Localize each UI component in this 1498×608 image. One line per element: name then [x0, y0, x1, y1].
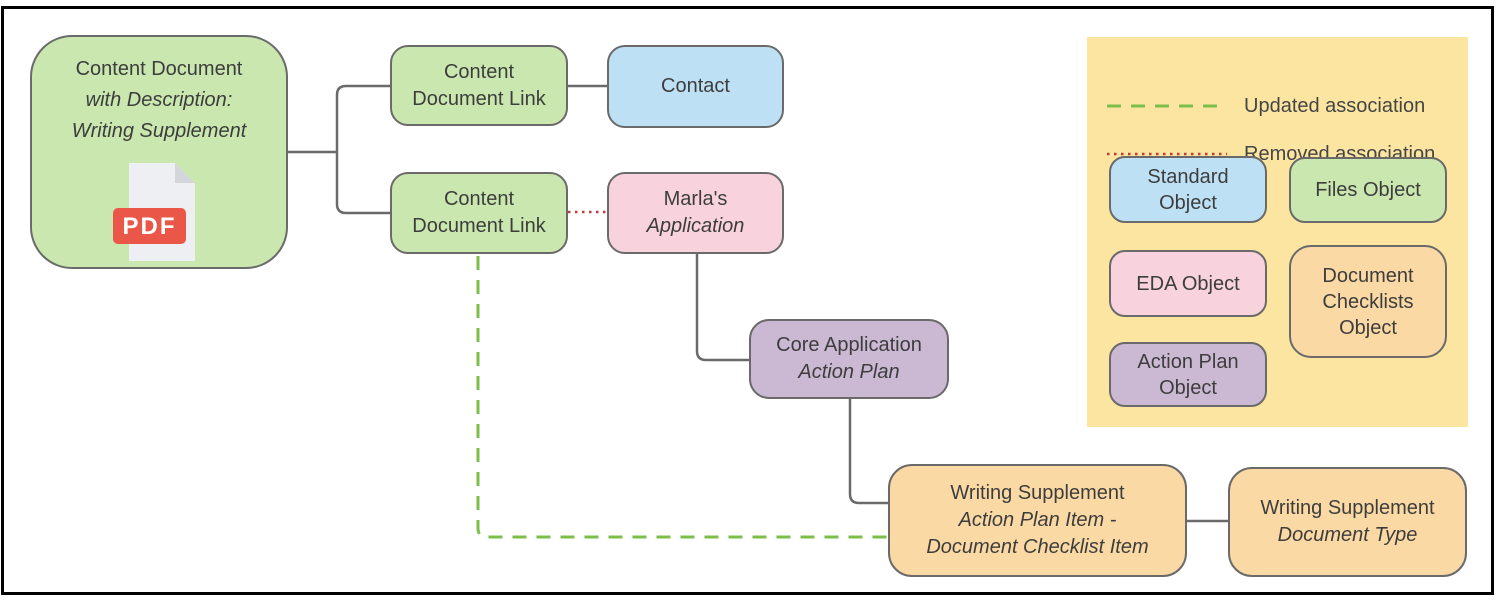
legend-label: Action Plan Object: [1137, 350, 1239, 399]
removed-association-line-icon: [1107, 152, 1227, 156]
node-subtitle: Application: [646, 215, 745, 237]
legend-label: Standard Object: [1147, 165, 1229, 214]
node-content-document-link-top: Content Document Link: [390, 45, 568, 126]
node-label: Content Document Link: [412, 60, 546, 110]
node-title: Writing Supplement: [1260, 497, 1435, 519]
legend-action-plan-object: Action Plan Object: [1109, 342, 1267, 407]
pdf-file-icon: PDF: [113, 163, 195, 261]
node-title: Writing Supplement: [950, 482, 1125, 504]
legend-document-checklists-object: Document Checklists Object: [1289, 245, 1447, 358]
node-subtitle: Document Checklist Item: [926, 536, 1149, 558]
node-writing-supplement-checklist-item: Writing Supplement Action Plan Item - Do…: [888, 464, 1187, 577]
node-contact: Contact: [607, 45, 784, 128]
legend-updated-label: Updated association: [1244, 94, 1426, 117]
legend-files-object: Files Object: [1289, 157, 1447, 223]
pdf-icon-label: PDF: [123, 213, 177, 240]
node-marlas-application: Marla's Application: [607, 172, 784, 254]
legend-updated-row: Updated association: [1105, 93, 1425, 119]
legend-eda-object: EDA Object: [1109, 250, 1267, 317]
legend-standard-object: Standard Object: [1109, 156, 1267, 223]
node-core-application: Core Application Action Plan: [749, 319, 949, 399]
node-title: Core Application: [776, 334, 922, 356]
legend-label: EDA Object: [1136, 272, 1240, 295]
legend-label: Document Checklists Object: [1322, 264, 1414, 339]
node-title: Content Document: [75, 58, 243, 80]
node-subtitle: Action Plan Item -: [958, 509, 1117, 531]
node-content-document-link-bottom: Content Document Link: [390, 172, 568, 254]
node-writing-supplement-document-type: Writing Supplement Document Type: [1228, 467, 1467, 577]
node-title: Marla's: [663, 188, 728, 210]
connector-branch: [288, 84, 390, 215]
node-subtitle: with Description:: [85, 89, 233, 111]
node-content-document: Content Document with Description: Writi…: [30, 35, 288, 269]
node-subtitle: Document Type: [1277, 524, 1418, 546]
node-label: Content Document Link: [412, 188, 546, 237]
node-subtitle: Writing Supplement: [71, 120, 247, 142]
node-label: Contact: [661, 75, 730, 97]
connector-updated-cdl-ws1: [476, 256, 888, 539]
legend-panel: Updated association Removed association …: [1087, 37, 1468, 427]
connector-core-ws1: [848, 399, 888, 505]
connector-marla-core: [695, 254, 749, 362]
legend-label: Files Object: [1315, 179, 1421, 201]
node-subtitle: Action Plan: [798, 361, 900, 383]
updated-association-line-icon: [1107, 104, 1227, 108]
